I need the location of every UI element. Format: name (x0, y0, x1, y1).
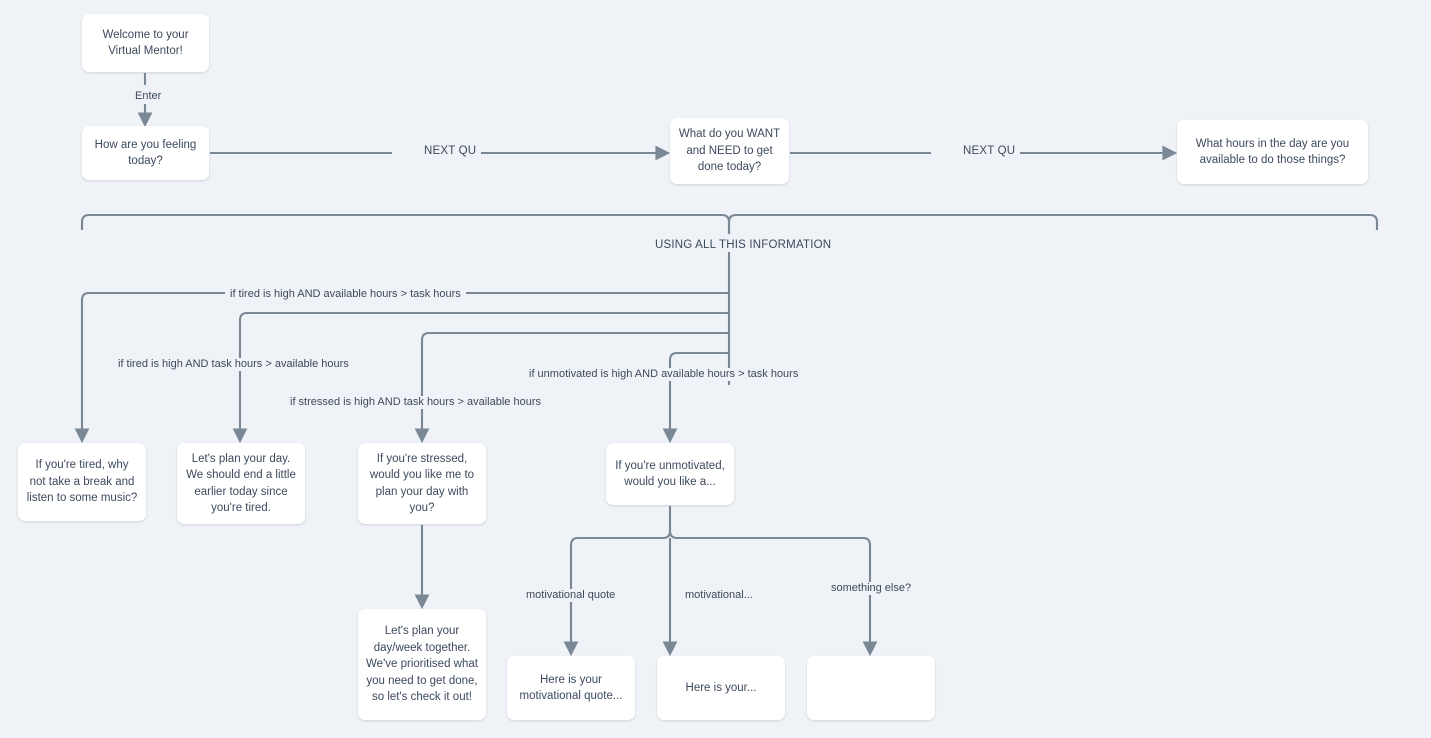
edge-label-next-qu-2: NEXT QU (958, 145, 1021, 158)
edge-branch-unmotivated (662, 351, 729, 444)
node-tired-take-break[interactable]: If you're tired, why not take a break an… (18, 443, 146, 521)
node-plan-day-week-together-label: Let's plan your day/week together. We've… (366, 625, 478, 704)
edge-label-next-qu-1: NEXT QU (419, 145, 482, 158)
edge-merge-right (727, 213, 1379, 234)
edge-label-cond-unmotivated: if unmotivated is high AND available hou… (524, 368, 804, 381)
node-here-is-your[interactable]: Here is your... (657, 656, 785, 720)
node-want-and-need[interactable]: What do you WANT and NEED to get done to… (670, 118, 789, 184)
node-want-and-need-label: What do you WANT and NEED to get done to… (678, 128, 781, 174)
node-available-hours[interactable]: What hours in the day are you available … (1177, 120, 1368, 184)
node-welcome[interactable]: Welcome to your Virtual Mentor! (82, 14, 209, 72)
node-stressed-plan-day-label: If you're stressed, would you like me to… (369, 452, 475, 515)
node-unmotivated-prompt[interactable]: If you're unmotivated, would you like a.… (606, 443, 734, 505)
node-empty-output[interactable] (807, 656, 935, 720)
node-how-are-you-feeling[interactable]: How are you feeling today? (82, 126, 209, 180)
node-plan-day-end-early-label: Let's plan your day. We should end a lit… (186, 452, 296, 515)
edge-label-cond-tired-available: if tired is high AND available hours > t… (225, 288, 466, 301)
node-here-is-quote[interactable]: Here is your motivational quote... (507, 656, 635, 720)
edge-label-option-something-else: something else? (826, 582, 917, 595)
edge-branch-stressed (414, 331, 729, 444)
node-unmotivated-prompt-label: If you're unmotivated, would you like a.… (615, 459, 725, 489)
edge-merge-left (80, 213, 731, 234)
edge-label-using-all-information: USING ALL THIS INFORMATION (650, 239, 837, 252)
node-stressed-plan-day[interactable]: If you're stressed, would you like me to… (358, 443, 486, 524)
edge-label-enter: Enter (130, 90, 167, 103)
node-tired-take-break-label: If you're tired, why not take a break an… (26, 459, 138, 505)
node-how-are-you-feeling-label: How are you feeling today? (94, 138, 197, 168)
node-here-is-quote-label: Here is your motivational quote... (519, 673, 623, 703)
edge-label-option-motivational-quote: motivational quote (521, 589, 621, 602)
edge-label-cond-stressed: if stressed is high AND task hours > ava… (285, 396, 546, 409)
node-available-hours-label: What hours in the day are you available … (1195, 137, 1350, 167)
node-here-is-your-label: Here is your... (685, 681, 757, 694)
node-plan-day-week-together[interactable]: Let's plan your day/week together. We've… (358, 609, 486, 720)
edge-label-option-motivational: motivational... (680, 589, 758, 602)
node-plan-day-end-early[interactable]: Let's plan your day. We should end a lit… (177, 443, 305, 524)
edge-label-cond-tired-task: if tired is high AND task hours > availa… (113, 358, 354, 371)
node-welcome-label: Welcome to your Virtual Mentor! (102, 28, 189, 58)
